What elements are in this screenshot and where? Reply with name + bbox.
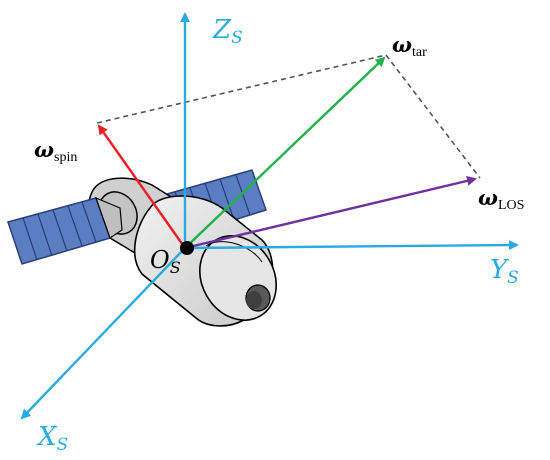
origin-point xyxy=(180,241,194,255)
satellite-nozzle xyxy=(245,284,271,312)
dashed-line-spin-to-tar xyxy=(96,54,387,124)
omega-spin-label: ωspin xyxy=(34,137,77,165)
solar-panel-left xyxy=(7,196,123,265)
omega-spin-vector xyxy=(97,124,186,249)
omega-tar-vector xyxy=(184,56,386,249)
dashed-line-tar-to-los xyxy=(385,54,481,179)
dashed-parallelogram xyxy=(96,54,481,179)
y-axis-label: YS xyxy=(490,255,519,288)
omega-los-label: ωLOS xyxy=(478,185,524,213)
satellite-main-body xyxy=(133,195,277,327)
x-axis-label: XS xyxy=(36,422,68,455)
omega-los-vector xyxy=(184,175,477,250)
axes xyxy=(20,12,519,420)
omega-tar-label: ωtar xyxy=(392,32,427,60)
x-axis xyxy=(20,247,186,420)
y-axis xyxy=(184,240,519,251)
z-axis-label: ZS xyxy=(212,15,243,48)
origin-label: OS xyxy=(150,246,181,277)
